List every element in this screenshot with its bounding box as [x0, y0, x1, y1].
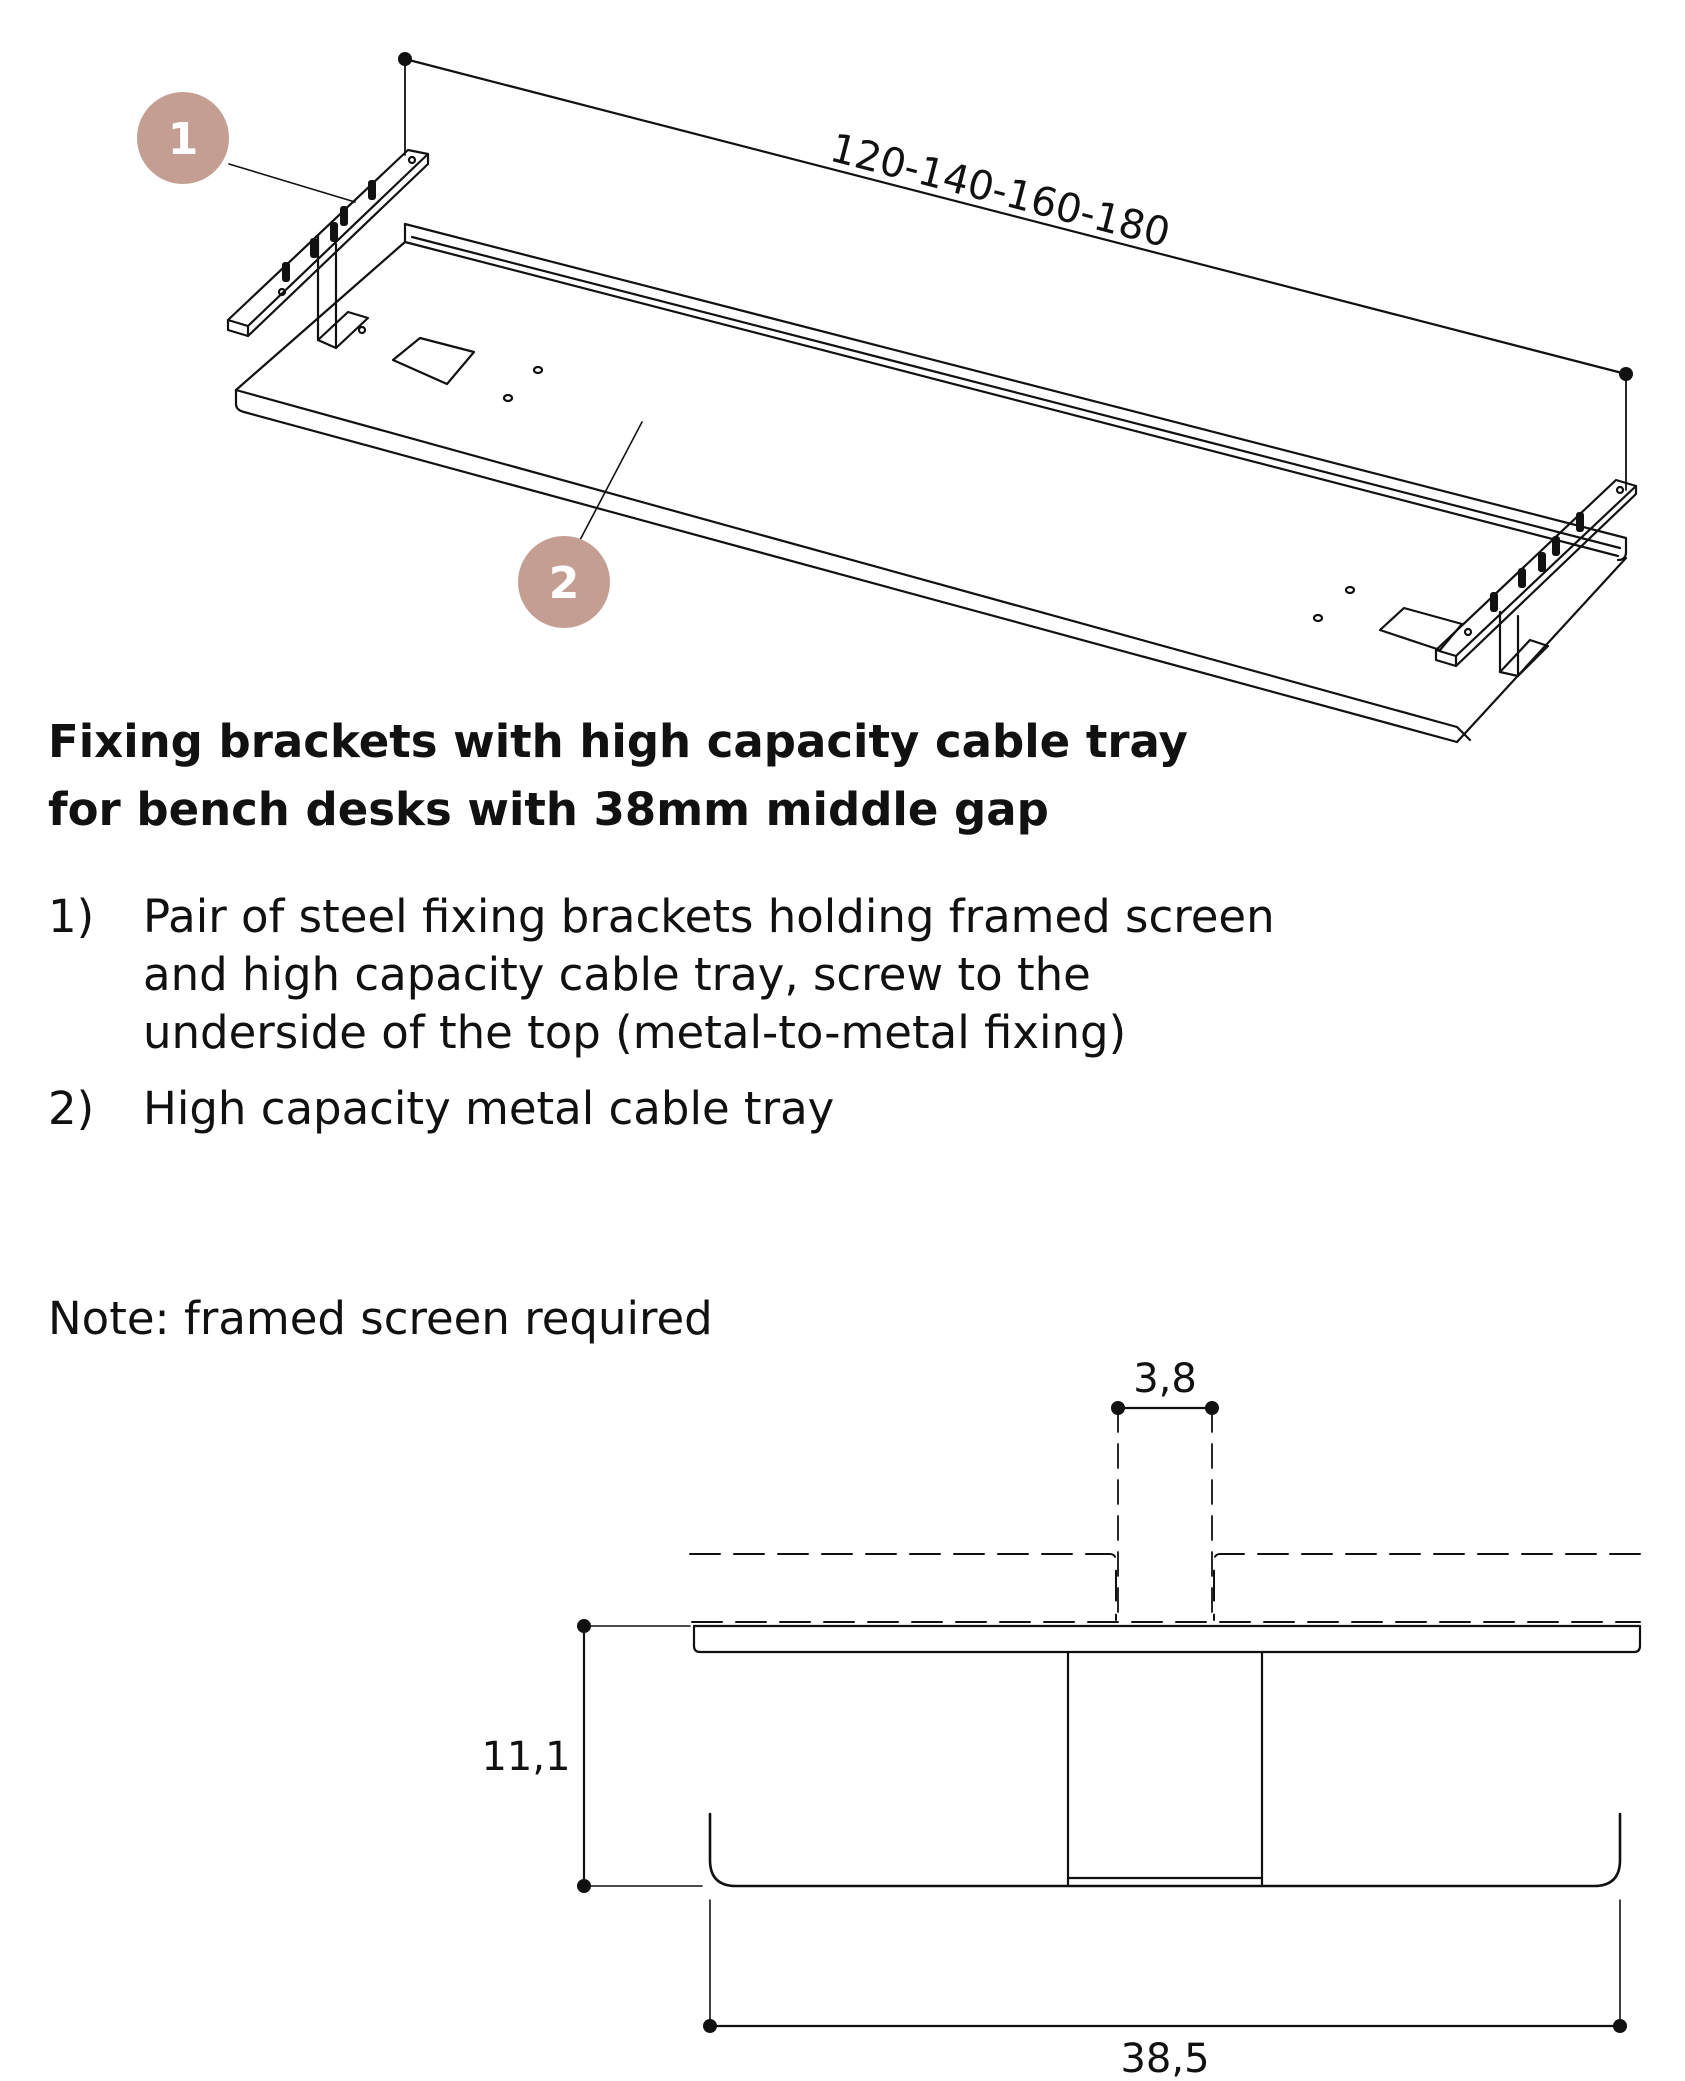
heading-line-2: for bench desks with 38mm middle gap [48, 783, 1049, 836]
gap-dimension [1111, 1401, 1219, 1621]
height-dimension [577, 1619, 703, 1893]
svg-text:1: 1 [168, 114, 199, 165]
list-item-number: 2) [48, 1082, 95, 1135]
gap-label: 3,8 [1133, 1356, 1197, 1402]
list-item-text: High capacity metal cable tray [143, 1082, 835, 1135]
list-item-text: Pair of steel fixing brackets holding fr… [143, 890, 1275, 1059]
left-fixing-bracket [226, 148, 430, 350]
height-label: 11,1 [481, 1734, 570, 1780]
tray-section [708, 1812, 1622, 1888]
screen-outline-dashed [689, 1553, 1641, 1623]
callout-1-leader [228, 163, 356, 203]
cross-section [577, 1401, 1642, 2033]
list-item: 1) Pair of steel fixing brackets holding… [48, 888, 1308, 1062]
product-heading: Fixing brackets with high capacity cable… [48, 708, 1248, 844]
cable-tray [234, 222, 1628, 744]
callout-1: 1 [137, 92, 229, 184]
callout-2-leader [579, 421, 643, 541]
width-dimension [703, 1899, 1627, 2033]
isometric-assembly [226, 52, 1638, 744]
desk-top-plate [692, 1624, 1642, 1654]
bracket-column [1066, 1650, 1264, 1886]
right-fixing-bracket [1434, 478, 1638, 678]
length-range-label: 120-140-160-180 [825, 125, 1174, 257]
callout-2: 2 [518, 536, 610, 628]
list-item-number: 1) [48, 890, 95, 943]
component-list: 1) Pair of steel fixing brackets holding… [48, 888, 1308, 1156]
requirement-note: Note: framed screen required [48, 1292, 713, 1345]
list-item: 2) High capacity metal cable tray [48, 1080, 1308, 1138]
width-label: 38,5 [1120, 2036, 1209, 2081]
heading-line-1: Fixing brackets with high capacity cable… [48, 715, 1188, 768]
svg-text:2: 2 [549, 558, 580, 609]
length-dimension [398, 52, 1633, 491]
